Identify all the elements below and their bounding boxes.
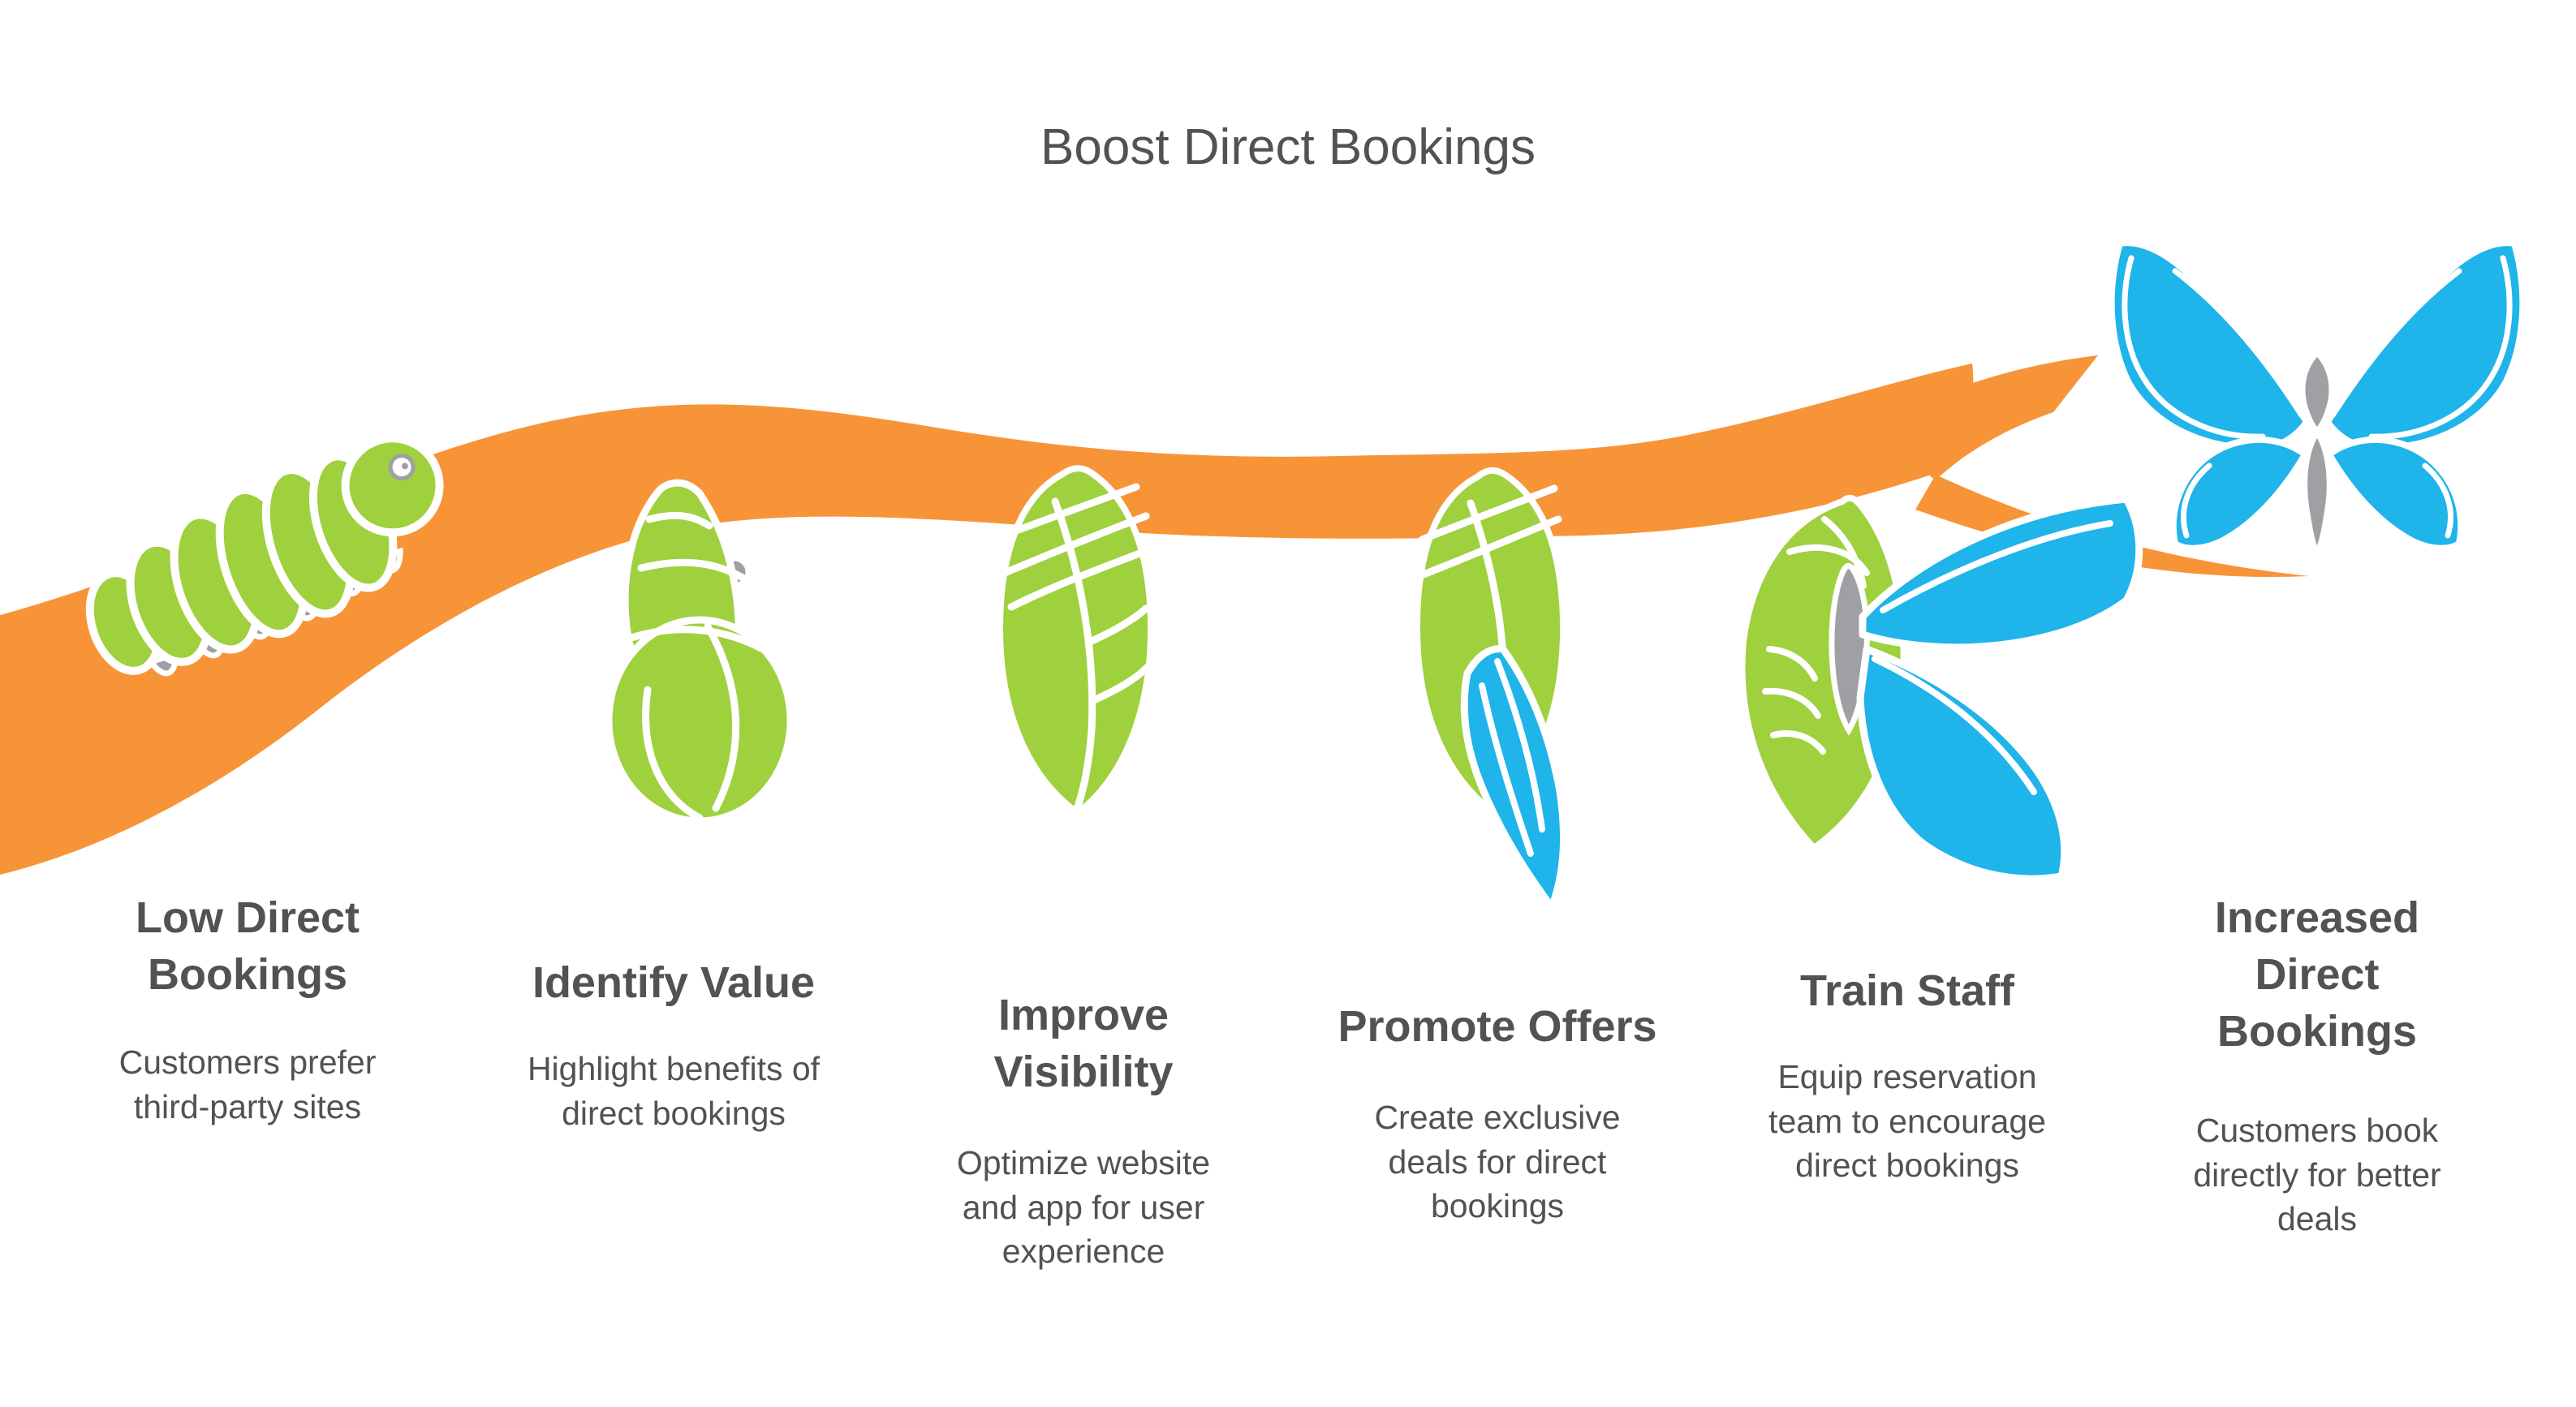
caterpillar-eye <box>388 454 416 481</box>
stage-4-heading: Promote Offers <box>1338 1002 1657 1051</box>
stage-6-description: Customers book directly for better deals <box>2193 1112 2441 1238</box>
emerging-butterfly-wings <box>1856 495 2143 883</box>
stage-5-description: Equip reservation team to encourage dire… <box>1768 1058 2046 1185</box>
stage-3-description: Optimize website and app for user experi… <box>956 1144 1211 1271</box>
stage-3-heading: Improve Visibility <box>993 991 1174 1097</box>
stage-5-heading: Train Staff <box>1799 966 2015 1015</box>
branch-fork-upper <box>1867 355 2098 480</box>
chrysalis-emerging-wing-icon <box>1413 467 1568 911</box>
chrysalis-icon <box>996 465 1155 817</box>
page-title: Boost Direct Bookings <box>1040 119 1536 175</box>
stage-4-description: Create exclusive deals for direct bookin… <box>1374 1099 1621 1225</box>
stage-2-description: Highlight benefits of direct bookings <box>527 1050 821 1132</box>
butterfly-body <box>2305 357 2329 545</box>
curled-caterpillar-icon <box>605 479 795 825</box>
butterfly-icon <box>2108 239 2526 552</box>
stage-1-description: Customers prefer third-party sites <box>118 1043 377 1125</box>
emerging-butterfly-icon <box>1738 494 2143 883</box>
stage-1-heading: Low Direct Bookings <box>135 893 360 1000</box>
stage-6-heading: Increased Direct Bookings <box>2214 893 2420 1056</box>
stage-2-heading: Identify Value <box>532 958 816 1007</box>
caterpillar-icon <box>85 434 444 677</box>
